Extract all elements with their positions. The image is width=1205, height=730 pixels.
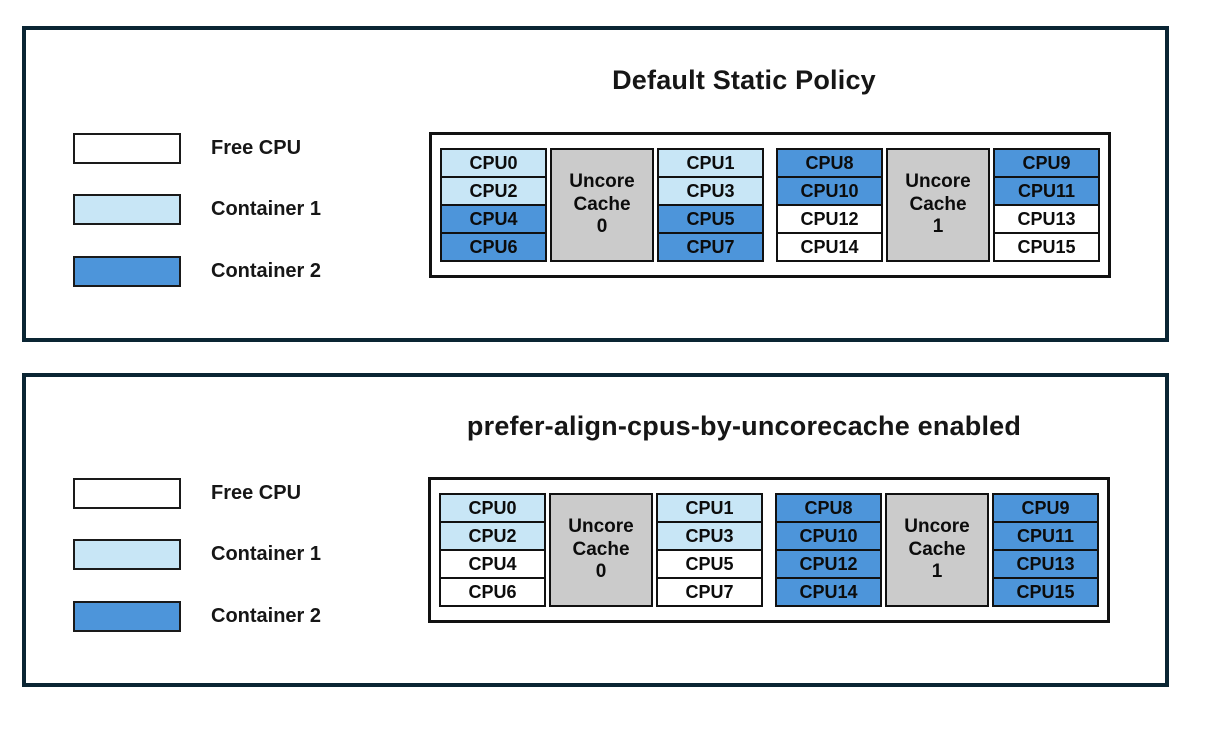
cpu-cell: CPU8 [775,493,882,523]
cpu-column-right: CPU1 CPU3 CPU5 CPU7 [656,493,763,607]
legend-row-container-1: Container 1 [73,194,321,225]
cpu-cell: CPU9 [992,493,1099,523]
cpu-cell: CPU9 [993,148,1100,178]
uncore-cache-group-0: CPU0 CPU2 CPU4 CPU6 Uncore Cache 0 CPU1 … [439,493,763,607]
container-2-swatch [73,256,181,287]
cpu-cell: CPU14 [776,232,883,262]
cpu-cell: CPU3 [657,176,764,206]
cpu-column-left: CPU0 CPU2 CPU4 CPU6 [440,148,547,262]
uncore-cache-group-0: CPU0 CPU2 CPU4 CPU6 Uncore Cache 0 CPU1 … [440,148,764,262]
legend-label-container-2: Container 2 [211,260,322,282]
legend: Free CPU Container 1 Container 2 [73,377,403,683]
default-static-policy-panel: Default Static Policy Free CPU Container… [22,26,1169,342]
legend-row-container-2: Container 2 [73,256,321,287]
cpu-cell: CPU15 [992,577,1099,607]
uncore-cache-1-box: Uncore Cache 1 [885,493,989,607]
cpu-cell: CPU10 [776,176,883,206]
cpu-cell: CPU1 [657,148,764,178]
legend-label-container-2: Container 2 [211,605,322,627]
legend-label-free-cpu: Free CPU [211,482,302,504]
legend-row-free-cpu: Free CPU [73,133,301,164]
cpu-cell: CPU2 [439,521,546,551]
panel-title: Default Static Policy [612,65,876,95]
cpu-cell: CPU3 [656,521,763,551]
legend-row-container-1: Container 1 [73,539,321,570]
cpu-cell: CPU4 [440,204,547,234]
free-cpu-swatch [73,133,181,164]
uncore-cache-1-box: Uncore Cache 1 [886,148,990,262]
uncore-cache-group-1: CPU8 CPU10 CPU12 CPU14 Uncore Cache 1 CP… [775,493,1099,607]
container-1-swatch [73,539,181,570]
cpu-cell: CPU14 [775,577,882,607]
cpu-cell: CPU6 [440,232,547,262]
cpu-cell: CPU6 [439,577,546,607]
cpu-cell: CPU0 [439,493,546,523]
cpu-cell: CPU11 [993,176,1100,206]
uncore-cache-0-box: Uncore Cache 0 [549,493,653,607]
uncore-cache-group-1: CPU8 CPU10 CPU12 CPU14 Uncore Cache 1 CP… [776,148,1100,262]
cpu-column-left: CPU8 CPU10 CPU12 CPU14 [776,148,883,262]
legend-row-free-cpu: Free CPU [73,478,301,509]
cpu-cell: CPU11 [992,521,1099,551]
cpu-cell: CPU7 [657,232,764,262]
cpu-cell: CPU8 [776,148,883,178]
legend-label-container-1: Container 1 [211,198,322,220]
cpu-column-right: CPU1 CPU3 CPU5 CPU7 [657,148,764,262]
cpu-cell: CPU7 [656,577,763,607]
cpu-topology-diagram: CPU0 CPU2 CPU4 CPU6 Uncore Cache 0 CPU1 … [428,477,1110,623]
container-2-swatch [73,601,181,632]
cpu-column-left: CPU0 CPU2 CPU4 CPU6 [439,493,546,607]
cpu-cell: CPU1 [656,493,763,523]
cpu-cell: CPU0 [440,148,547,178]
cpu-cell: CPU4 [439,549,546,579]
cpu-cell: CPU13 [993,204,1100,234]
cpu-cell: CPU12 [775,549,882,579]
legend: Free CPU Container 1 Container 2 [73,30,403,338]
cpu-cell: CPU5 [656,549,763,579]
cpu-column-right: CPU9 CPU11 CPU13 CPU15 [993,148,1100,262]
cpu-cell: CPU2 [440,176,547,206]
cpu-cell: CPU10 [775,521,882,551]
legend-row-container-2: Container 2 [73,601,321,632]
cpu-cell: CPU12 [776,204,883,234]
prefer-align-cpus-panel: prefer-align-cpus-by-uncorecache enabled… [22,373,1169,687]
cpu-column-left: CPU8 CPU10 CPU12 CPU14 [775,493,882,607]
legend-label-container-1: Container 1 [211,543,322,565]
cpu-column-right: CPU9 CPU11 CPU13 CPU15 [992,493,1099,607]
cpu-topology-diagram: CPU0 CPU2 CPU4 CPU6 Uncore Cache 0 CPU1 … [429,132,1111,278]
free-cpu-swatch [73,478,181,509]
panel-title: prefer-align-cpus-by-uncorecache enabled [466,411,1022,441]
cpu-cell: CPU5 [657,204,764,234]
uncore-cache-0-box: Uncore Cache 0 [550,148,654,262]
container-1-swatch [73,194,181,225]
legend-label-free-cpu: Free CPU [211,137,302,159]
cpu-cell: CPU13 [992,549,1099,579]
cpu-cell: CPU15 [993,232,1100,262]
